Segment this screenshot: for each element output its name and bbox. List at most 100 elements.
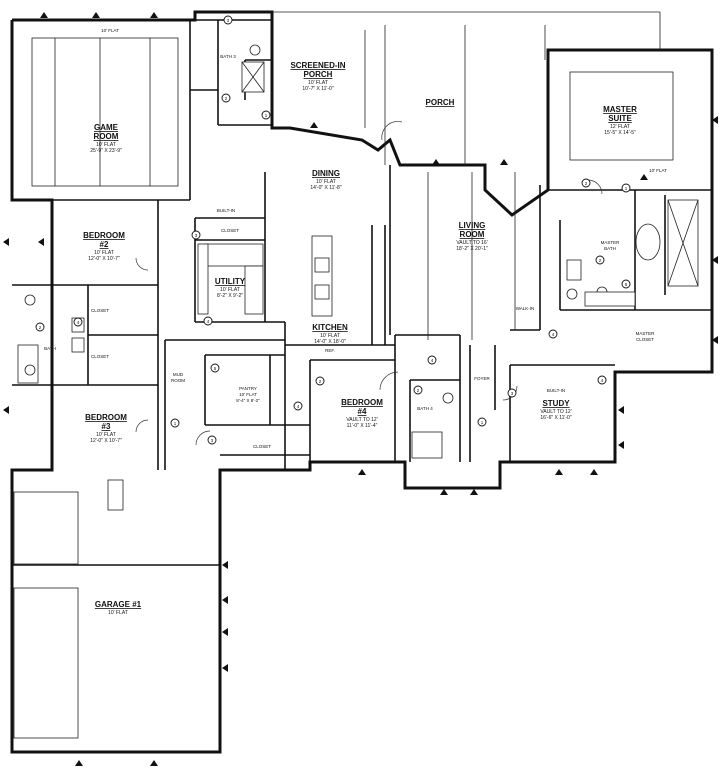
door-marker: 5 xyxy=(621,279,631,289)
master-bath-label-1: MASTER xyxy=(601,240,621,245)
bedroom2-size: 12'-0" X 10'-7" xyxy=(88,256,120,262)
room-living-room: LIVING ROOM VAULT TO 16' 18'-2" X 20'-1" xyxy=(456,221,488,252)
room-pantry: PANTRY 10' FLAT 8'-4" X 8'-2" xyxy=(236,386,260,403)
utility-label: UTILITY xyxy=(215,277,246,286)
bedroom4-size: 11'-0" X 11'-4" xyxy=(347,423,378,429)
closet-b3-label: CLOSET xyxy=(91,354,109,359)
svg-text:5: 5 xyxy=(625,282,628,287)
porch-label: PORCH xyxy=(426,98,455,107)
pantry-size: 8'-4" X 8'-2" xyxy=(236,398,260,403)
mud-room-label-2: ROOM xyxy=(171,378,185,383)
fixtures xyxy=(13,11,699,739)
svg-text:2: 2 xyxy=(585,181,588,186)
garage-height: 10' FLAT xyxy=(108,610,128,616)
svg-text:2: 2 xyxy=(417,388,420,393)
door-marker: 2 xyxy=(413,385,423,395)
built-in-dining-label: BUILT-IN xyxy=(217,208,235,213)
bedroom3-label-1: BEDROOM xyxy=(85,413,127,422)
room-bedroom-4: BEDROOM #4 VAULT TO 12' 11'-0" X 11'-4" xyxy=(341,398,383,429)
walk-in-label: WALK-IN xyxy=(516,306,535,311)
game-room-label-1: GAME xyxy=(94,123,119,132)
bedroom4-label-2: #4 xyxy=(358,407,367,416)
svg-text:1: 1 xyxy=(174,421,177,426)
door-marker: 4 xyxy=(427,355,437,365)
master-suite-label-1: MASTER xyxy=(603,105,637,114)
door-marker: 2 xyxy=(221,93,231,103)
bedroom3-height: 10' FLAT xyxy=(96,432,116,438)
window-markers xyxy=(3,12,718,766)
bath-upper-label: BATH 3 xyxy=(220,54,236,59)
living-room-label-1: LIVING xyxy=(459,221,486,230)
closet-b2-label: CLOSET xyxy=(91,308,109,313)
bedroom3-label-2: #3 xyxy=(102,422,111,431)
mud-room-label-1: MUD xyxy=(173,372,184,377)
door-marker: 2 xyxy=(315,376,325,386)
pantry-label: PANTRY xyxy=(239,386,257,391)
small-labels: MUD ROOM CLOSET CLOSET CLOSET CLOSET BUI… xyxy=(91,54,565,449)
interior-walls xyxy=(12,19,712,566)
door-marker: 1 xyxy=(261,110,271,120)
room-study: STUDY VAULT TO 12' 16'-6" X 11'-0" xyxy=(540,399,572,421)
room-bedroom-3: BEDROOM #3 10' FLAT 12'-0" X 10'-7" xyxy=(85,413,127,444)
room-porch: PORCH xyxy=(426,98,455,107)
svg-text:3: 3 xyxy=(211,438,214,443)
exterior-walls xyxy=(10,10,714,754)
bath2-label: BATH xyxy=(44,346,56,351)
svg-text:3: 3 xyxy=(511,391,514,396)
screened-porch-label-1: SCREENED-IN xyxy=(290,61,345,70)
room-master-bath: MASTER BATH xyxy=(601,240,621,251)
svg-text:2: 2 xyxy=(39,325,42,330)
room-utility: UTILITY 10' FLAT 8'-2" X 9'-2" xyxy=(215,277,246,299)
door-markers: 2 1 3 2 1 3 4 2 4 1 3 5 2 4 4 1 3 4 2 5 … xyxy=(35,15,631,445)
door-marker: 1 xyxy=(621,183,631,193)
master-suite-label-2: SUITE xyxy=(608,114,632,123)
closet-utility-label: CLOSET xyxy=(221,228,239,233)
door-marker: 1 xyxy=(170,418,180,428)
foyer-label: FOYER xyxy=(474,376,490,381)
master-suite-note: 10' FLAT xyxy=(649,168,667,173)
door-marker: 3 xyxy=(207,435,217,445)
svg-text:4: 4 xyxy=(77,320,80,325)
door-marker: 2 xyxy=(595,255,605,265)
svg-text:4: 4 xyxy=(601,378,604,383)
svg-text:4: 4 xyxy=(552,332,555,337)
kitchen-size: 14'-0" X 18'-0" xyxy=(314,339,346,345)
door-marker: 4 xyxy=(203,316,213,326)
svg-text:3: 3 xyxy=(227,18,230,23)
door-marker: 4 xyxy=(73,317,83,327)
door-marker: 3 xyxy=(507,388,517,398)
living-room-height: VAULT TO 16' xyxy=(456,240,487,246)
bedroom4-label-1: BEDROOM xyxy=(341,398,383,407)
room-game-room: GAME ROOM 10' FLAT 25'-9" X 23'-9" 10' F… xyxy=(90,28,122,154)
door-marker: 3 xyxy=(223,15,233,25)
bedroom2-height: 10' FLAT xyxy=(94,250,114,256)
door-marker: 3 xyxy=(191,230,201,240)
master-closet-label-2: CLOSET xyxy=(636,337,654,342)
screened-porch-height: 10' FLAT xyxy=(308,80,328,86)
living-room-size: 18'-2" X 20'-1" xyxy=(456,246,488,252)
svg-text:2: 2 xyxy=(599,258,602,263)
living-room-label-2: ROOM xyxy=(460,230,485,239)
ref-label: REF. xyxy=(325,348,335,353)
garage-label: GARAGE #1 xyxy=(95,600,142,609)
bedroom4-height: VAULT TO 12' xyxy=(346,417,377,423)
svg-text:2: 2 xyxy=(225,96,228,101)
svg-text:1: 1 xyxy=(265,113,268,118)
dining-label: DINING xyxy=(312,169,340,178)
door-marker: 4 xyxy=(597,375,607,385)
svg-text:4: 4 xyxy=(207,319,210,324)
svg-text:4: 4 xyxy=(431,358,434,363)
built-in-study-label: BUILT-IN xyxy=(547,388,565,393)
master-suite-height: 12' FLAT xyxy=(610,124,630,130)
master-bath-label-2: BATH xyxy=(604,246,616,251)
svg-text:1: 1 xyxy=(481,420,484,425)
room-kitchen: KITCHEN 10' FLAT 14'-0" X 18'-0" xyxy=(312,323,348,345)
svg-text:3: 3 xyxy=(195,233,198,238)
room-bedroom-2: BEDROOM #2 10' FLAT 12'-0" X 10'-7" xyxy=(83,231,125,262)
study-label: STUDY xyxy=(542,399,570,408)
bedroom2-label-2: #2 xyxy=(100,240,109,249)
pantry-height: 10' FLAT xyxy=(239,392,257,397)
room-master-closet: MASTER CLOSET xyxy=(636,331,656,342)
master-closet-label-1: MASTER xyxy=(636,331,656,336)
